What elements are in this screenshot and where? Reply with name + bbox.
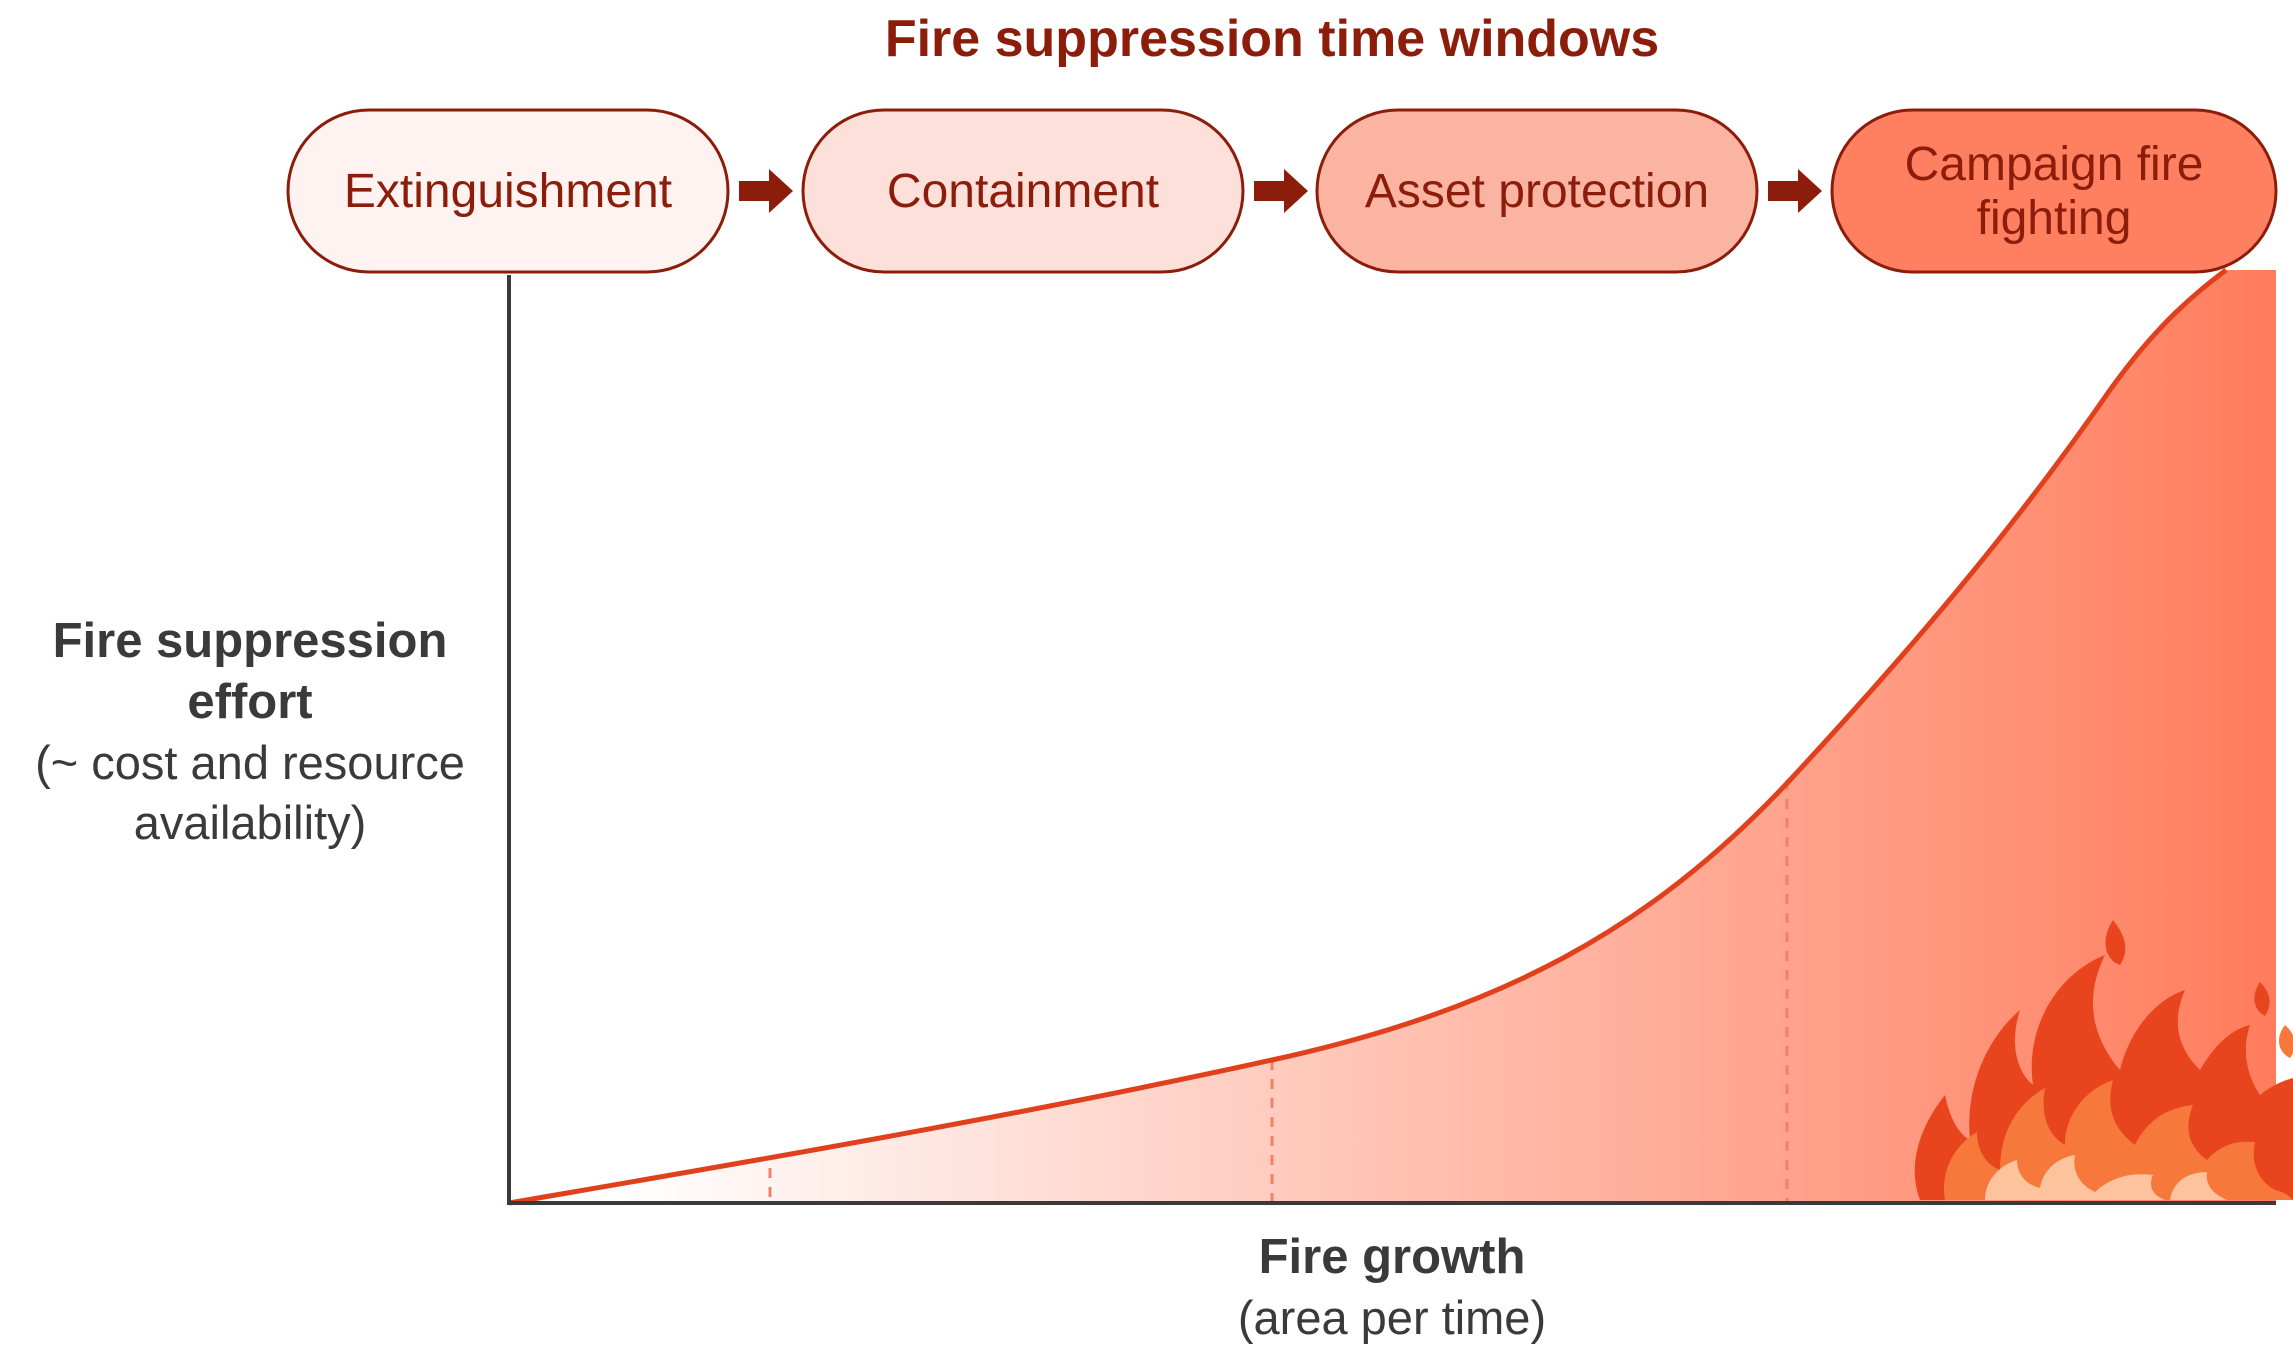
y-axis-label-line-1: Fire suppression (53, 614, 448, 668)
stage-arrows (739, 169, 1822, 213)
right-arrow-icon (1254, 169, 1308, 213)
right-arrow-icon (739, 169, 793, 213)
stage-windows: Extinguishment Containment Asset protectio… (286, 108, 2278, 274)
x-axis-label-bold: Fire growth (1259, 1230, 1526, 1284)
stage-box (1830, 108, 2278, 274)
fire-icon (1914, 920, 2293, 1200)
right-arrow-icon (1768, 169, 1822, 213)
window-dividers (768, 780, 1789, 1201)
effort-curve (508, 268, 2228, 1206)
stage-label: Campaign fire (1905, 138, 2204, 191)
stage-label: Containment (887, 165, 1159, 218)
stage-label: Asset protection (1365, 165, 1709, 218)
x-axis-label-normal: (area per time) (1238, 1291, 1546, 1344)
y-axis-label-line-2: effort (187, 675, 312, 729)
stage-window: Containment (801, 108, 1245, 274)
stage-window: Asset protection (1315, 108, 1759, 274)
stage-box (1315, 108, 1759, 274)
effort-area-fill (509, 270, 2276, 1203)
stage-label: Extinguishment (344, 165, 672, 218)
diagram-title: Fire suppression time windows (885, 10, 1659, 68)
y-axis-label-line-4: availability) (134, 796, 366, 849)
stage-box (801, 108, 1245, 274)
stage-label: fighting (1977, 192, 2132, 245)
stage-window: Extinguishment (286, 108, 730, 274)
stage-box (286, 108, 730, 274)
y-axis-label-line-3: (~ cost and resource (35, 736, 465, 789)
